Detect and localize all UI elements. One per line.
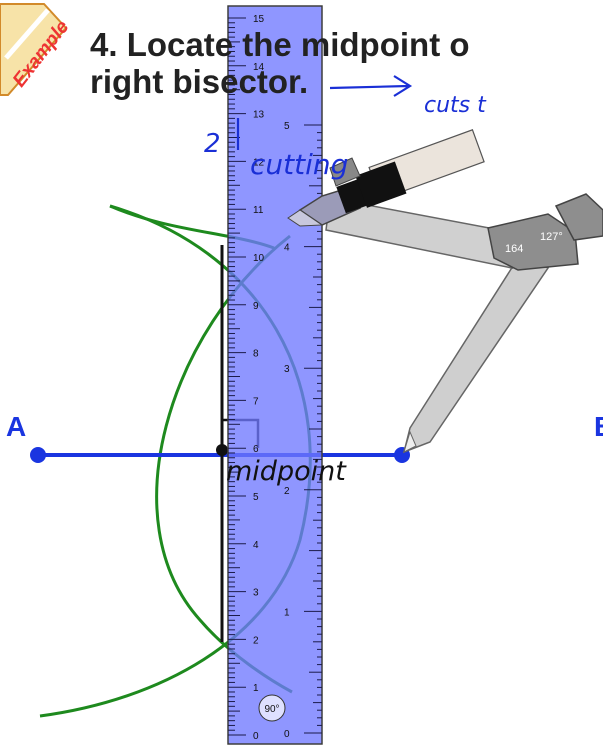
note-midpoint: midpoint [226, 456, 347, 487]
ruler-cm-label: 2 [253, 635, 259, 646]
ruler-inch-label: 1 [284, 607, 290, 618]
angle-badge [258, 694, 286, 722]
ruler-cm-label: 7 [253, 396, 259, 407]
ruler-cm-label: 4 [253, 540, 259, 551]
compass-radius: 164 [505, 243, 523, 255]
ruler-cm-label: 10 [253, 253, 265, 264]
ruler-inch-label: 5 [284, 121, 290, 132]
ruler-cm-label: 3 [253, 588, 259, 599]
ruler-cm-label: 6 [253, 444, 259, 455]
problem-heading-line-1: 4. Locate the midpoint o [90, 26, 470, 63]
note-cutting: cutting [250, 148, 348, 181]
compass-hinge [487, 213, 579, 271]
ruler-inch-label: 4 [284, 243, 290, 254]
problem-heading-line-2: right bisector. [90, 63, 309, 100]
compass[interactable]: 127° 164 [287, 129, 603, 454]
ruler-cm-label: 8 [253, 349, 259, 360]
point-a[interactable] [30, 447, 46, 463]
compass-angle: 127° [540, 231, 563, 243]
angle-badge-label: 90° [264, 704, 279, 715]
arrow-note-arrow [329, 75, 413, 97]
ruler-inch-label: 0 [284, 729, 290, 740]
note-two: 2 [204, 129, 221, 159]
ruler-cm-label: 12 [253, 157, 265, 168]
ruler-cm-label: 9 [253, 301, 259, 312]
handwriting [329, 75, 413, 97]
ruler-cm-label: 11 [253, 205, 264, 216]
compass-leg-needle [402, 254, 550, 454]
point-a-label: A [6, 411, 26, 442]
ruler-cm-label: 1 [253, 683, 259, 694]
ruler-cm-label: 14 [253, 62, 265, 73]
ruler-inch-label: 3 [284, 364, 290, 375]
ruler-cm-label: 15 [253, 14, 265, 25]
midpoint-dot [216, 444, 228, 456]
ruler-cm-label: 5 [253, 492, 259, 503]
ruler-cm-label: 0 [253, 731, 259, 742]
example-badge: Example [0, 3, 74, 96]
ruler-cm-label: 13 [253, 110, 265, 121]
arrow-note: cuts t [424, 93, 487, 118]
ruler-inch-label: 2 [284, 486, 290, 497]
point-b-label: B [594, 411, 603, 442]
